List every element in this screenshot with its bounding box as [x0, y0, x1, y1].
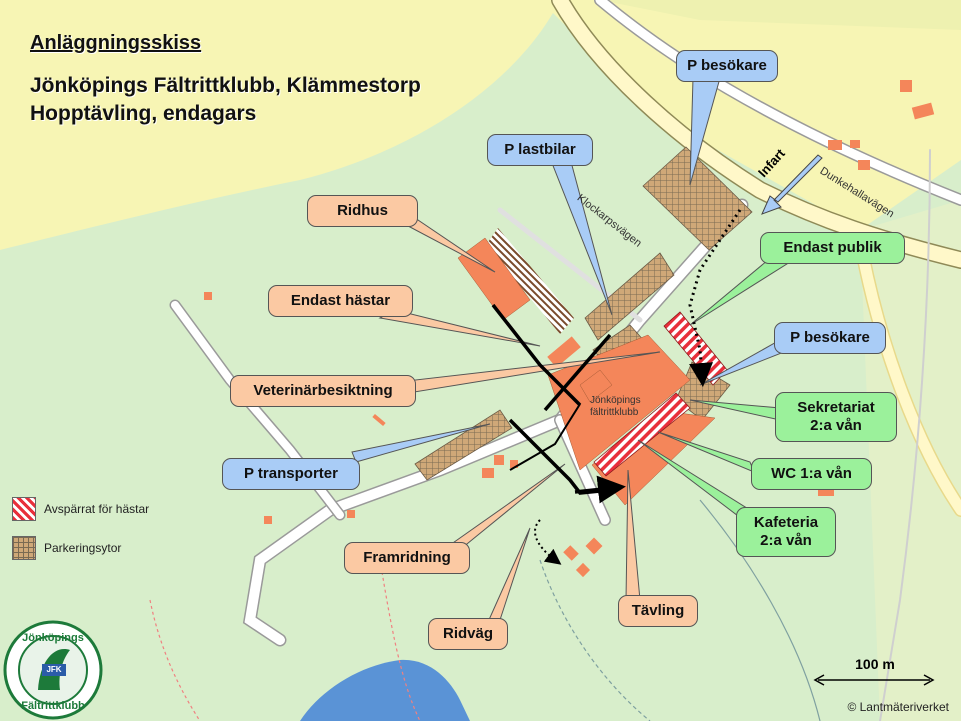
callout-pointers — [351, 77, 791, 627]
callout-p-transporter: P transporter — [222, 458, 360, 490]
copyright: © Lantmäteriverket — [847, 700, 949, 714]
callout-kafeteria: Kafeteria 2:a vån — [736, 507, 836, 557]
callout-sekretariat-line1: Sekretariat — [797, 399, 875, 416]
arrow-to-competition — [574, 475, 626, 504]
callout-wc: WC 1:a vån — [751, 458, 872, 490]
club-label: Jönköpings fältrittklubb — [590, 395, 641, 419]
callout-veterinarbesiktning: Veterinärbesiktning — [230, 375, 416, 407]
logo-badge: JFK — [46, 665, 62, 674]
callout-tavling: Tävling — [618, 595, 698, 627]
scale-bar — [813, 674, 935, 686]
legend-restricted-swatch — [12, 497, 36, 521]
legend-restricted-label: Avspärrat för hästar — [44, 502, 150, 516]
infart-arrow — [761, 154, 823, 215]
callout-kafeteria-line2: 2:a vån — [760, 532, 812, 549]
callout-endast-publik: Endast publik — [760, 232, 905, 264]
legend-restricted: Avspärrat för hästar — [12, 497, 149, 521]
legend-parking: Parkeringsytor — [12, 536, 121, 560]
arena-area — [486, 228, 574, 334]
trails — [149, 499, 821, 721]
logo-text-top: Jönköpings — [22, 632, 84, 644]
club-label-line2: fältrittklubb — [590, 407, 639, 418]
callout-p-besokare-top: P besökare — [676, 50, 778, 82]
callout-ridhus: Ridhus — [307, 195, 418, 227]
callout-sekretariat: Sekretariat 2:a vån — [775, 392, 897, 442]
club-logo — [3, 620, 103, 720]
callout-endast-hastar: Endast hästar — [268, 285, 413, 317]
callout-p-lastbilar: P lastbilar — [487, 134, 593, 166]
map-title-line2: Hopptävling, endagars — [30, 102, 257, 125]
callout-kafeteria-line1: Kafeteria — [753, 514, 819, 531]
callout-framridning: Framridning — [344, 542, 470, 574]
club-label-line1: Jönköpings — [590, 395, 641, 406]
public-path — [688, 209, 742, 387]
lake — [300, 659, 470, 721]
map-heading: Anläggningsskiss — [30, 32, 202, 54]
legend-parking-label: Parkeringsytor — [44, 541, 122, 555]
ridvag-path — [534, 519, 562, 565]
scale-label: 100 m — [855, 656, 895, 672]
callout-p-besokare: P besökare — [774, 322, 886, 354]
legend-parking-swatch — [12, 536, 36, 560]
callout-ridvag: Ridväg — [428, 618, 508, 650]
map-title-line1: Jönköpings Fältrittklubb, Klämmestorp — [30, 74, 421, 97]
logo-text-bottom: Fältrittklubb — [21, 700, 85, 712]
callout-sekretariat-line2: 2:a vån — [810, 417, 862, 434]
